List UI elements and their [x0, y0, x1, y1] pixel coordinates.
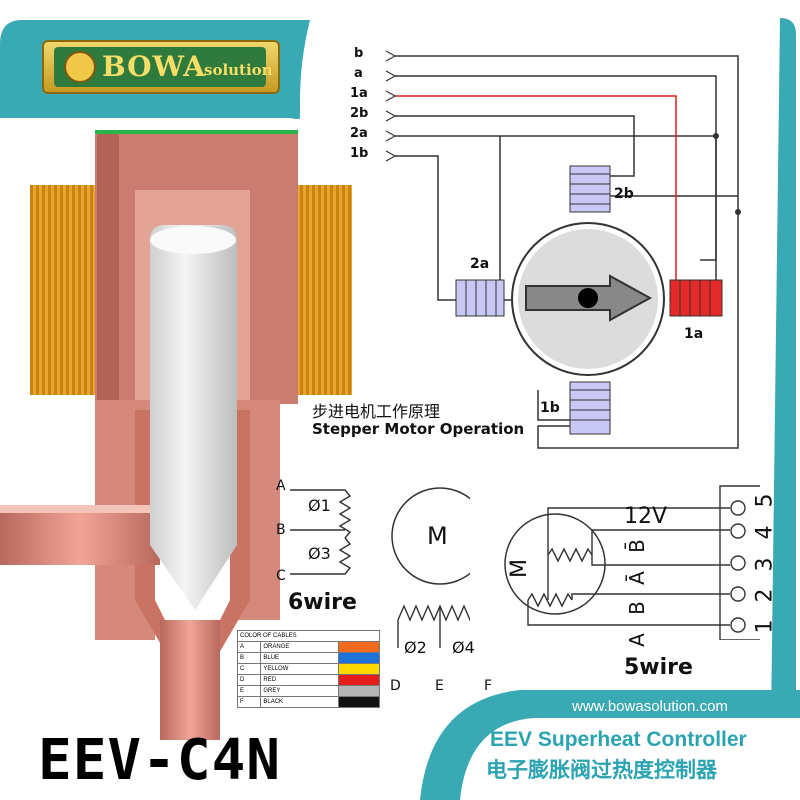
pin-3: 3: [752, 557, 778, 572]
pin-1: 1: [752, 619, 778, 634]
voltage-label: 12V: [624, 504, 668, 529]
color-swatch: [338, 696, 380, 708]
logo-emblem-icon: [64, 51, 96, 83]
coil-left: [30, 185, 100, 395]
bowa-logo: BOWA solution: [42, 40, 280, 94]
wire-label: 1b: [350, 146, 369, 161]
signal-b-bar: B̄: [624, 539, 649, 553]
logo-main-text: BOWA: [102, 50, 206, 83]
valve-illustration: [0, 130, 352, 740]
wire-label: 1a: [350, 86, 368, 101]
cable-table-header: COLOR OF CABLES: [237, 630, 380, 642]
terminal-c: C: [276, 568, 286, 584]
color-swatch: [338, 663, 380, 675]
pin-5: 5: [752, 493, 778, 508]
color-swatch: [338, 674, 380, 686]
terminal-e: E: [435, 678, 444, 694]
phase-2: Ø2: [404, 638, 427, 657]
color-swatch: [338, 652, 380, 664]
wire-label: 2a: [350, 126, 368, 141]
terminal-a: A: [276, 478, 286, 494]
website-link[interactable]: www.bowasolution.com: [572, 698, 728, 715]
stepper-caption-cn: 步进电机工作原理: [312, 402, 441, 421]
coil-label-bottom: 1b: [540, 400, 560, 416]
signal-b: B: [624, 601, 649, 615]
five-wire-label: 5wire: [624, 655, 693, 680]
phase-1: Ø1: [308, 496, 331, 515]
color-swatch: [338, 641, 380, 653]
five-wire-schematic: [504, 485, 760, 640]
signal-a: A: [624, 633, 649, 647]
stepper-caption-en: Stepper Motor Operation: [312, 420, 525, 438]
coil-right: [290, 185, 352, 395]
coil-label-left: 2a: [470, 256, 490, 272]
terminal-f: F: [484, 678, 493, 694]
wire-label: b: [354, 46, 364, 61]
six-wire-label: 6wire: [288, 590, 357, 615]
product-title-cn: 电子膨胀阀过热度控制器: [486, 758, 717, 782]
six-wire-schematic: [290, 487, 470, 648]
stepper-diagram: [385, 50, 741, 449]
terminal-d: D: [390, 678, 401, 694]
logo-sub-text: solution: [204, 61, 273, 79]
signal-a-bar: Ā: [624, 571, 649, 585]
wire-label: a: [354, 66, 363, 81]
phase-4: Ø4: [452, 638, 475, 657]
pin-2: 2: [752, 588, 778, 603]
motor-m-label: M: [427, 522, 448, 550]
terminal-b: B: [276, 522, 286, 538]
phase-3: Ø3: [308, 544, 331, 563]
product-title-en: EEV Superheat Controller: [490, 728, 747, 751]
model-name: EEV-C4N: [38, 728, 282, 793]
coil-label-right: 1a: [684, 326, 704, 342]
wire-label: 2b: [350, 106, 369, 121]
coil-label-top: 2b: [614, 186, 634, 202]
motor-m-label-5wire: M: [506, 559, 532, 578]
color-swatch: [338, 685, 380, 697]
pin-4: 4: [752, 525, 778, 540]
